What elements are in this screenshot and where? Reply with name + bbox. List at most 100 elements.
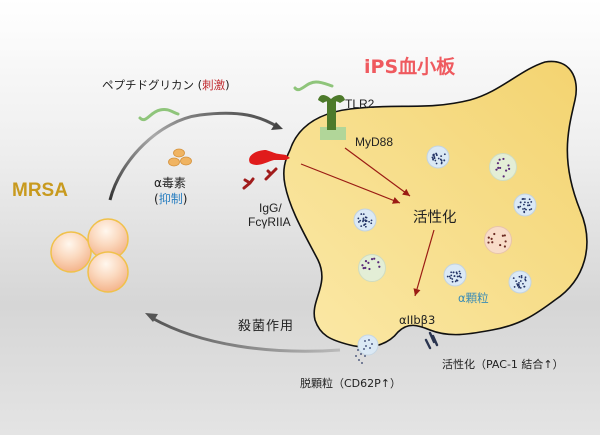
granule-content-dot: [453, 275, 456, 277]
granule-content-dot: [362, 220, 364, 223]
granule-blue: [508, 270, 532, 294]
granule-content-dot: [362, 213, 365, 216]
granule-content-dot: [435, 152, 438, 155]
granule-content-dot: [523, 201, 526, 204]
platelet-title: iPS血小板: [364, 56, 456, 78]
paren-open: (: [154, 192, 159, 206]
granule-content-dot: [451, 280, 454, 283]
granule-content-dot: [367, 261, 370, 264]
granule-content-dot: [370, 222, 373, 225]
granule-content-dot: [498, 158, 501, 161]
granule-content-dot: [495, 168, 498, 171]
granule-content-dot: [360, 225, 363, 228]
granule-content-dot: [432, 154, 435, 157]
alpha-toxin-label: α毒素: [154, 176, 186, 190]
arrow-stimulus: [108, 111, 279, 201]
peptidoglycan-strand-2: [293, 80, 334, 92]
granule-content-dot: [522, 282, 524, 285]
granule-content-dot: [357, 221, 360, 223]
granule-content-dot: [502, 175, 505, 178]
granule-content-dot: [373, 257, 376, 260]
granule-green: [489, 153, 517, 181]
granule-content-dot: [440, 155, 443, 158]
granule-content-dot: [491, 241, 494, 244]
mrsa-cells: [50, 218, 129, 293]
granule-content-dot: [456, 279, 459, 282]
granule-content-dot: [459, 272, 462, 275]
bacteria-contact: [249, 150, 290, 165]
granule-content-dot: [435, 162, 438, 165]
granule-content-dot: [493, 232, 496, 236]
granule-content-dot: [528, 208, 531, 211]
granule-content-dot: [501, 234, 504, 237]
granule-content-dot: [527, 204, 529, 207]
granule-content-dot: [522, 208, 524, 210]
granule-content-dot: [522, 198, 525, 200]
granule-content-dot: [508, 167, 511, 170]
granule-content-dot: [520, 274, 523, 277]
granule-content-dot: [456, 272, 458, 275]
granule-content-dot: [515, 280, 518, 282]
stimulate-label: 刺激: [202, 78, 226, 92]
granule-content-dot: [377, 261, 380, 264]
granule-content-dot: [458, 275, 461, 277]
granule-content-dot: [370, 258, 374, 261]
peptidoglycan-name: ペプチドグリカン: [102, 78, 194, 92]
granule-content-dot: [525, 208, 527, 211]
granule-content-dot: [503, 245, 507, 248]
granule-content-dot: [368, 220, 371, 223]
granule-content-dot: [523, 203, 525, 206]
tlr2-receptor: [318, 94, 346, 140]
pac1-binding-marks: [424, 331, 439, 350]
peptidoglycan-label: ペプチドグリカン (刺激): [102, 77, 230, 93]
granule-content-dot: [364, 225, 367, 228]
granule-content-dot: [448, 275, 451, 278]
granule-blue: [426, 145, 450, 169]
activation-label: 活性化: [413, 210, 457, 226]
granule-content-dot: [431, 156, 434, 159]
granule-content-dot: [364, 216, 367, 219]
granule-content-dot: [490, 237, 493, 240]
granule-content-dot: [364, 266, 367, 270]
granule-content-dot: [519, 286, 522, 289]
granule-content-dot: [496, 162, 500, 165]
granule-content-dot: [517, 206, 520, 208]
degranulation-label: 脱顆粒（CD62P↑）: [300, 377, 401, 390]
igg-antibodies: [242, 167, 278, 190]
granule-content-dot: [440, 161, 443, 164]
igg-label: IgG/: [259, 201, 282, 215]
granule-content-dot: [364, 260, 368, 263]
granule-content-dot: [434, 159, 437, 162]
granule-content-dot: [443, 153, 446, 156]
granule-content-dot: [520, 276, 523, 279]
granule-content-dot: [507, 164, 510, 167]
granule-content-dot: [449, 277, 452, 279]
granule-content-dot: [378, 265, 381, 268]
paren-close: ): [182, 192, 188, 206]
granule-content-dot: [512, 277, 515, 280]
granule-content-dot: [432, 158, 435, 161]
granule-content-dot: [528, 204, 531, 207]
granule-content-dot: [523, 285, 526, 288]
granule-content-dot: [364, 219, 367, 222]
alpha-granule-label: α顆粒: [458, 291, 489, 305]
granule-content-dot: [452, 271, 455, 274]
granule-content-dot: [503, 234, 506, 237]
granule-content-dot: [360, 213, 363, 215]
granule-content-dot: [524, 279, 527, 282]
granule-content-dot: [516, 284, 519, 287]
granule-content-dot: [519, 205, 522, 208]
granule-content-dot: [359, 219, 362, 222]
granule-content-dot: [361, 264, 364, 267]
tlr2-label: TLR2: [345, 97, 375, 111]
granule-content-dot: [362, 219, 365, 221]
myd88-label: MyD88: [355, 135, 394, 149]
granule-content-dot: [370, 219, 373, 222]
integrin-label: αIIbβ3: [399, 313, 436, 327]
granule-content-dot: [487, 241, 490, 244]
peptidoglycan-strand-1: [138, 108, 180, 122]
granule-content-dot: [518, 275, 521, 278]
arrow-bactericidal: [151, 316, 341, 353]
fcgriia-label: FcγRIIA: [248, 215, 291, 229]
